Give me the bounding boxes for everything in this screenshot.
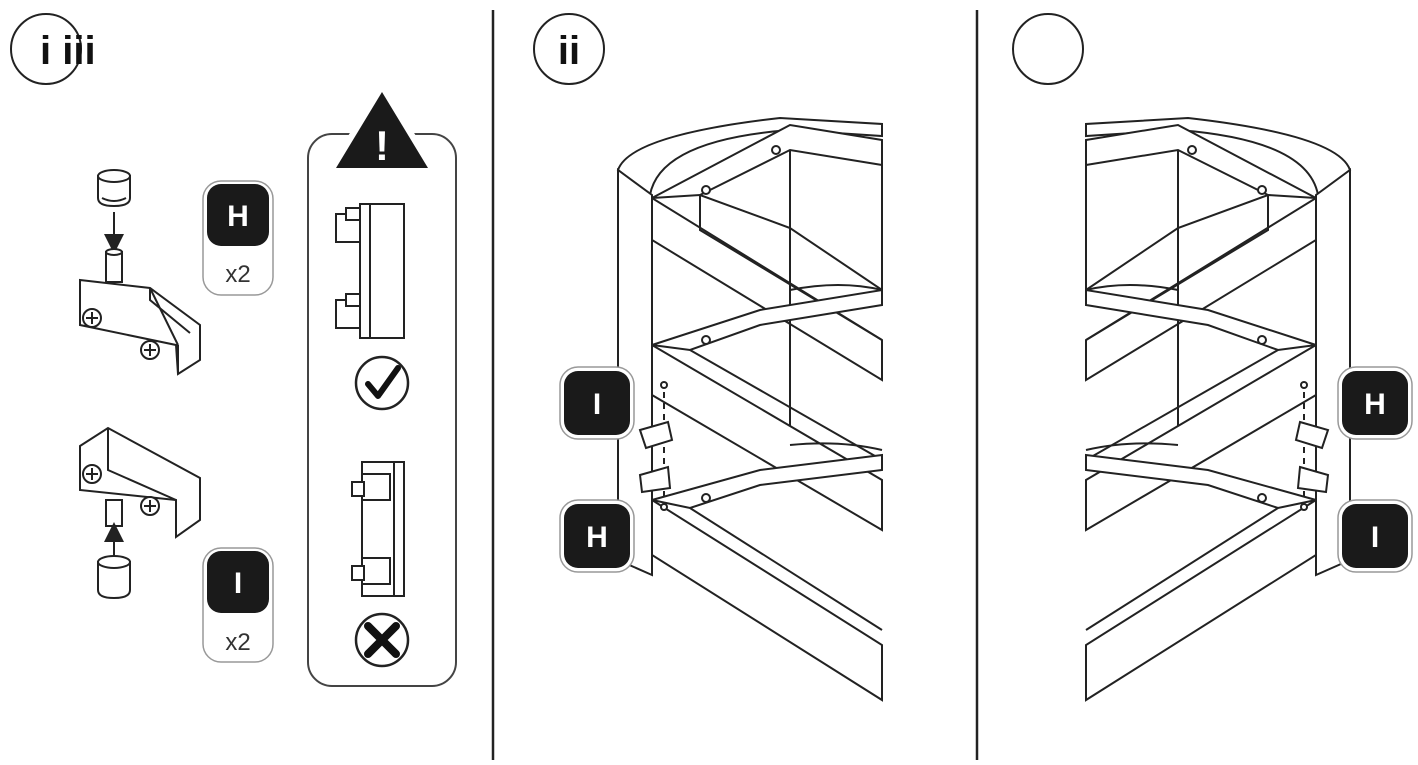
svg-text:I: I [593,388,601,421]
checkmark-icon [354,355,410,411]
step-label-panel2: ii [558,29,580,73]
svg-text:I: I [1371,521,1379,554]
part-h-label: H [227,200,249,233]
badge-panel3-bottom: I [1337,499,1413,573]
warning-symbol: ! [375,122,389,169]
badge-panel3-top: H [1337,366,1413,440]
part-i-qty: x2 [225,629,250,656]
correct-orientation-illustration [335,203,405,339]
part-i-card: I x2 [202,547,274,663]
part-i-label: I [234,567,242,600]
step-marker-panel1: i iii [10,13,96,85]
orientation-warning-box: ! [307,80,457,687]
part-h-qty: x2 [225,261,250,288]
warning-triangle-icon: ! [324,80,440,174]
svg-text:H: H [1364,388,1386,421]
cabinet-illustration-left [616,116,883,702]
cross-icon [354,612,410,668]
badge-panel2-top: I [559,366,635,440]
step-label-panel1: i iii [40,29,96,73]
badge-panel2-bottom: H [559,499,635,573]
svg-text:H: H [586,521,608,554]
connector-h-illustration [79,169,201,376]
incorrect-orientation-illustration [351,461,405,597]
step-marker-panel2: ii [533,13,605,85]
connector-i-illustration [79,426,201,600]
cabinet-illustration-right [1085,116,1352,702]
step-marker-panel3 [1012,13,1084,85]
part-h-card: H x2 [202,180,274,296]
